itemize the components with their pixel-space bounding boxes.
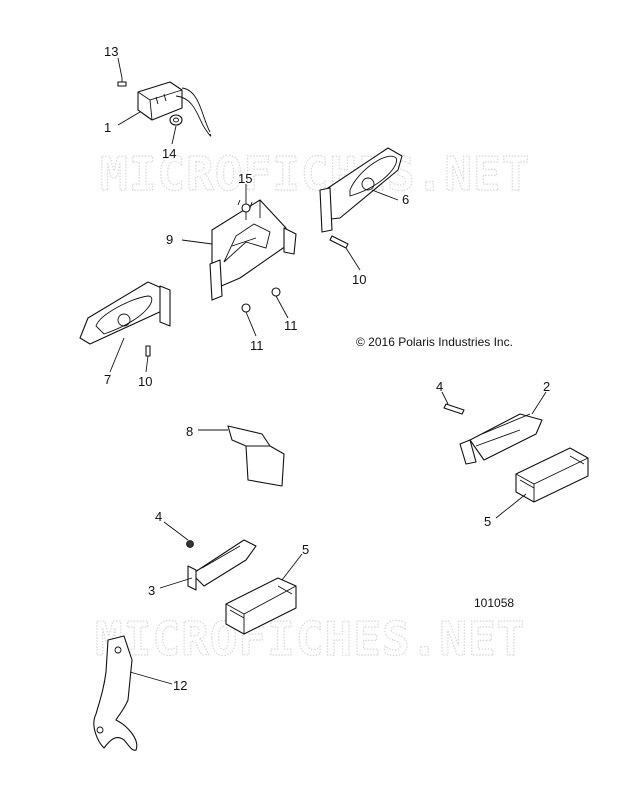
copyright-text: © 2016 Polaris Industries Inc. — [356, 335, 513, 349]
part-11-nut-a — [241, 303, 251, 313]
callout-11-a: 11 — [250, 338, 264, 353]
part-6-bracket — [319, 147, 403, 233]
part-13-screw — [117, 78, 127, 87]
watermark-bottom: MICROFICHES.NET — [95, 612, 525, 666]
callout-14: 14 — [162, 146, 176, 161]
callout-4-b: 4 — [155, 509, 162, 524]
part-8-shield — [227, 425, 285, 487]
callout-10-a: 10 — [352, 272, 366, 287]
part-12-bracket — [93, 635, 138, 751]
diagram-id: 101058 — [474, 596, 514, 610]
part-3-holder — [187, 539, 257, 591]
callout-11-b: 11 — [284, 318, 298, 333]
part-7-bracket — [79, 281, 171, 345]
part-11-nut-b — [271, 287, 281, 297]
part-2-holder — [459, 413, 543, 465]
callout-12: 12 — [173, 678, 187, 693]
part-10-screw-b — [145, 345, 151, 357]
callout-5-a: 5 — [484, 514, 491, 529]
part-1-cover — [137, 81, 212, 137]
callout-1: 1 — [104, 120, 111, 135]
callout-15: 15 — [238, 171, 252, 186]
callout-5-b: 5 — [302, 542, 309, 557]
part-4-screw-a — [443, 403, 465, 415]
watermark-top: MICROFICHES.NET — [100, 147, 530, 201]
part-4-screw-b — [186, 540, 194, 548]
part-14-nut — [169, 114, 183, 126]
callout-4-a: 4 — [436, 379, 443, 394]
callout-2: 2 — [543, 379, 550, 394]
callout-9: 9 — [166, 232, 173, 247]
part-10-screw-a — [329, 235, 349, 249]
callout-8: 8 — [186, 424, 193, 439]
callout-13: 13 — [104, 44, 118, 59]
callout-3: 3 — [148, 583, 155, 598]
callout-7: 7 — [104, 372, 111, 387]
part-9-plate — [209, 199, 297, 301]
leader-lines — [109, 57, 547, 685]
callout-6: 6 — [402, 192, 409, 207]
part-5-light-lower — [225, 577, 297, 635]
callout-10-b: 10 — [138, 374, 152, 389]
part-5-light-upper — [515, 447, 589, 503]
